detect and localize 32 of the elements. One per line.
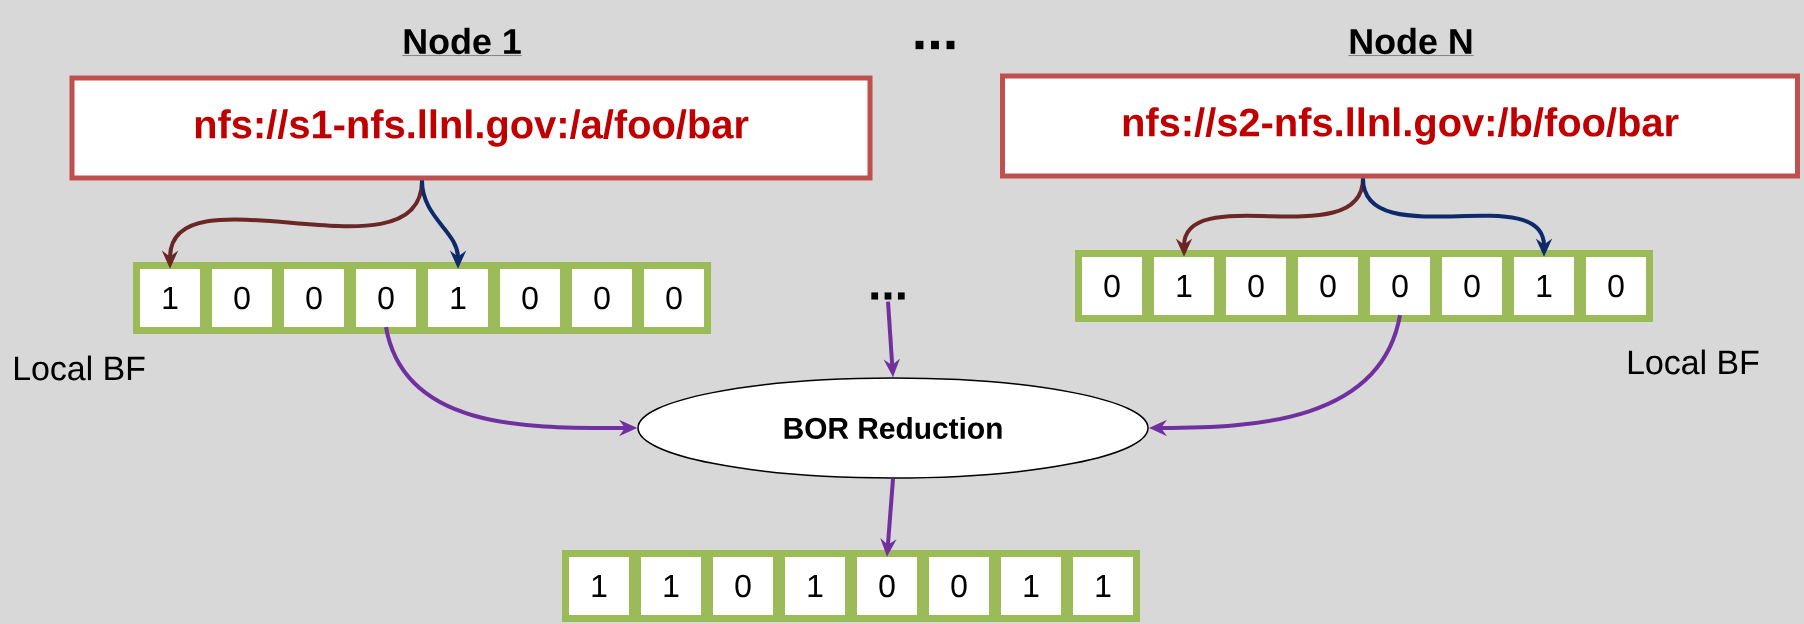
array-caption: Local BF <box>1628 349 1759 375</box>
bit-cell: 0 <box>1298 257 1358 315</box>
bit-cell: 0 <box>1370 257 1430 315</box>
bit-cell: 0 <box>284 269 344 327</box>
bit-cell: 1 <box>641 557 701 615</box>
bit-cell: 0 <box>1586 257 1646 315</box>
bit-cell: 1 <box>1154 257 1214 315</box>
bit-cell: 0 <box>212 269 272 327</box>
bit-cell: 0 <box>929 557 989 615</box>
ellipsis: ... <box>871 292 905 300</box>
bit-cell: 1 <box>1073 557 1133 615</box>
ellipsis: ... <box>915 40 955 50</box>
bit-cell: 1 <box>1001 557 1061 615</box>
bit-cell: 1 <box>140 269 200 327</box>
bit-cell: 1 <box>569 557 629 615</box>
bit-cell: 1 <box>1514 257 1574 315</box>
heading: Node N <box>1348 27 1474 56</box>
bit-cell: 1 <box>785 557 845 615</box>
bit-cell: 0 <box>572 269 632 327</box>
bit-cell: 0 <box>356 269 416 327</box>
bit-cell: 0 <box>857 557 917 615</box>
bit-cell: 0 <box>1442 257 1502 315</box>
bit-cell: 0 <box>1082 257 1142 315</box>
bit-cell: 1 <box>428 269 488 327</box>
bit-cell: 0 <box>1226 257 1286 315</box>
url-box: nfs://s2-nfs.llnl.gov:/b/foo/bar <box>1000 73 1800 179</box>
array-caption: Local BF <box>15 355 145 381</box>
heading: Node 1 <box>402 27 522 56</box>
url-box: nfs://s1-nfs.llnl.gov:/a/foo/bar <box>69 75 873 181</box>
bit-cell: 0 <box>644 269 704 327</box>
bit-cell: 0 <box>713 557 773 615</box>
bit-cell: 0 <box>500 269 560 327</box>
